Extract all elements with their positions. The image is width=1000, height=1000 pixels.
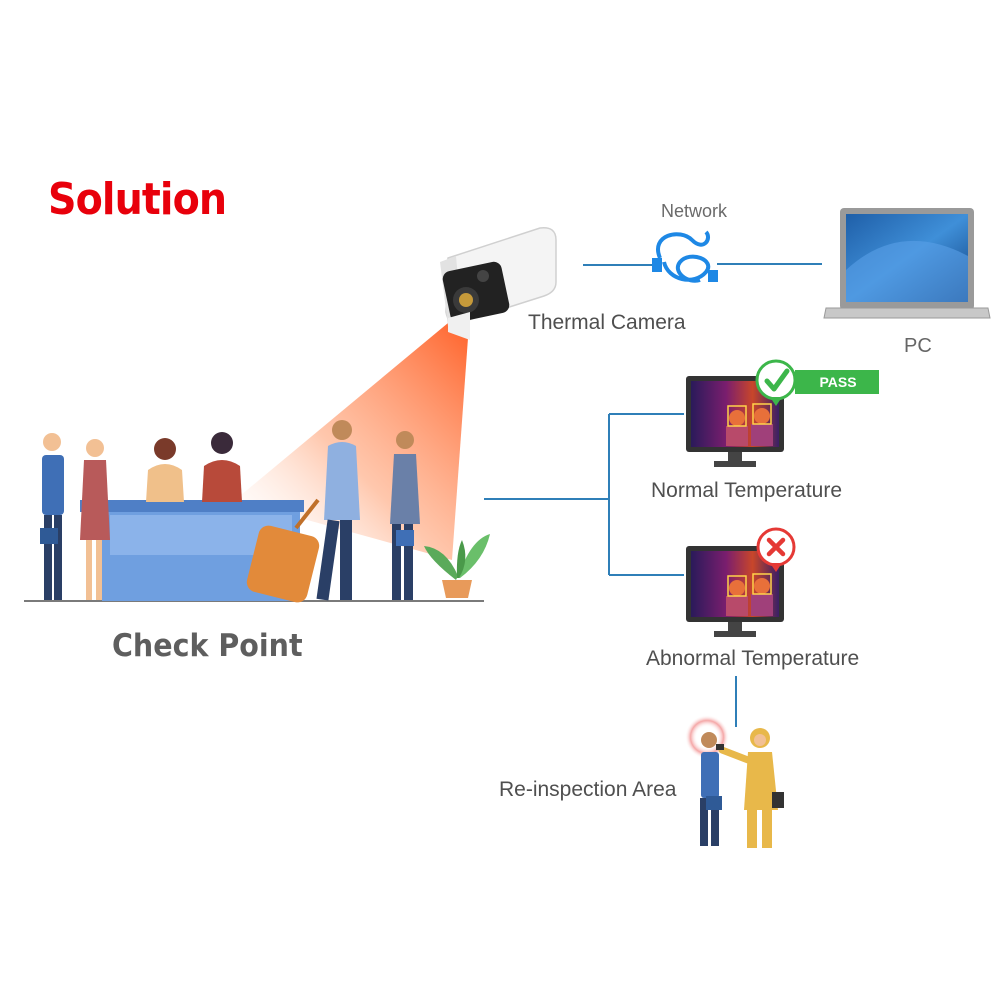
normal-temperature-label: Normal Temperature	[651, 479, 843, 502]
check-point-label: Check Point	[112, 628, 303, 664]
check-point-scene	[24, 420, 490, 603]
cross-badge-icon	[756, 527, 796, 572]
page-title: Solution	[48, 174, 227, 225]
connector-lines	[484, 263, 822, 727]
network-label: Network	[661, 201, 728, 221]
monitor-normal-icon	[686, 376, 784, 467]
reinspection-scene	[685, 715, 784, 848]
reinspection-area-label: Re-inspection Area	[499, 778, 677, 801]
abnormal-temperature-label: Abnormal Temperature	[646, 647, 860, 670]
laptop-pc-icon	[823, 208, 991, 319]
check-badge-icon: PASS	[755, 359, 879, 406]
pass-badge-text: PASS	[819, 374, 856, 390]
network-cable-icon	[652, 230, 718, 283]
pc-label: PC	[904, 335, 932, 357]
thermal-camera-label: Thermal Camera	[528, 311, 686, 334]
thermal-camera-icon	[440, 227, 557, 340]
